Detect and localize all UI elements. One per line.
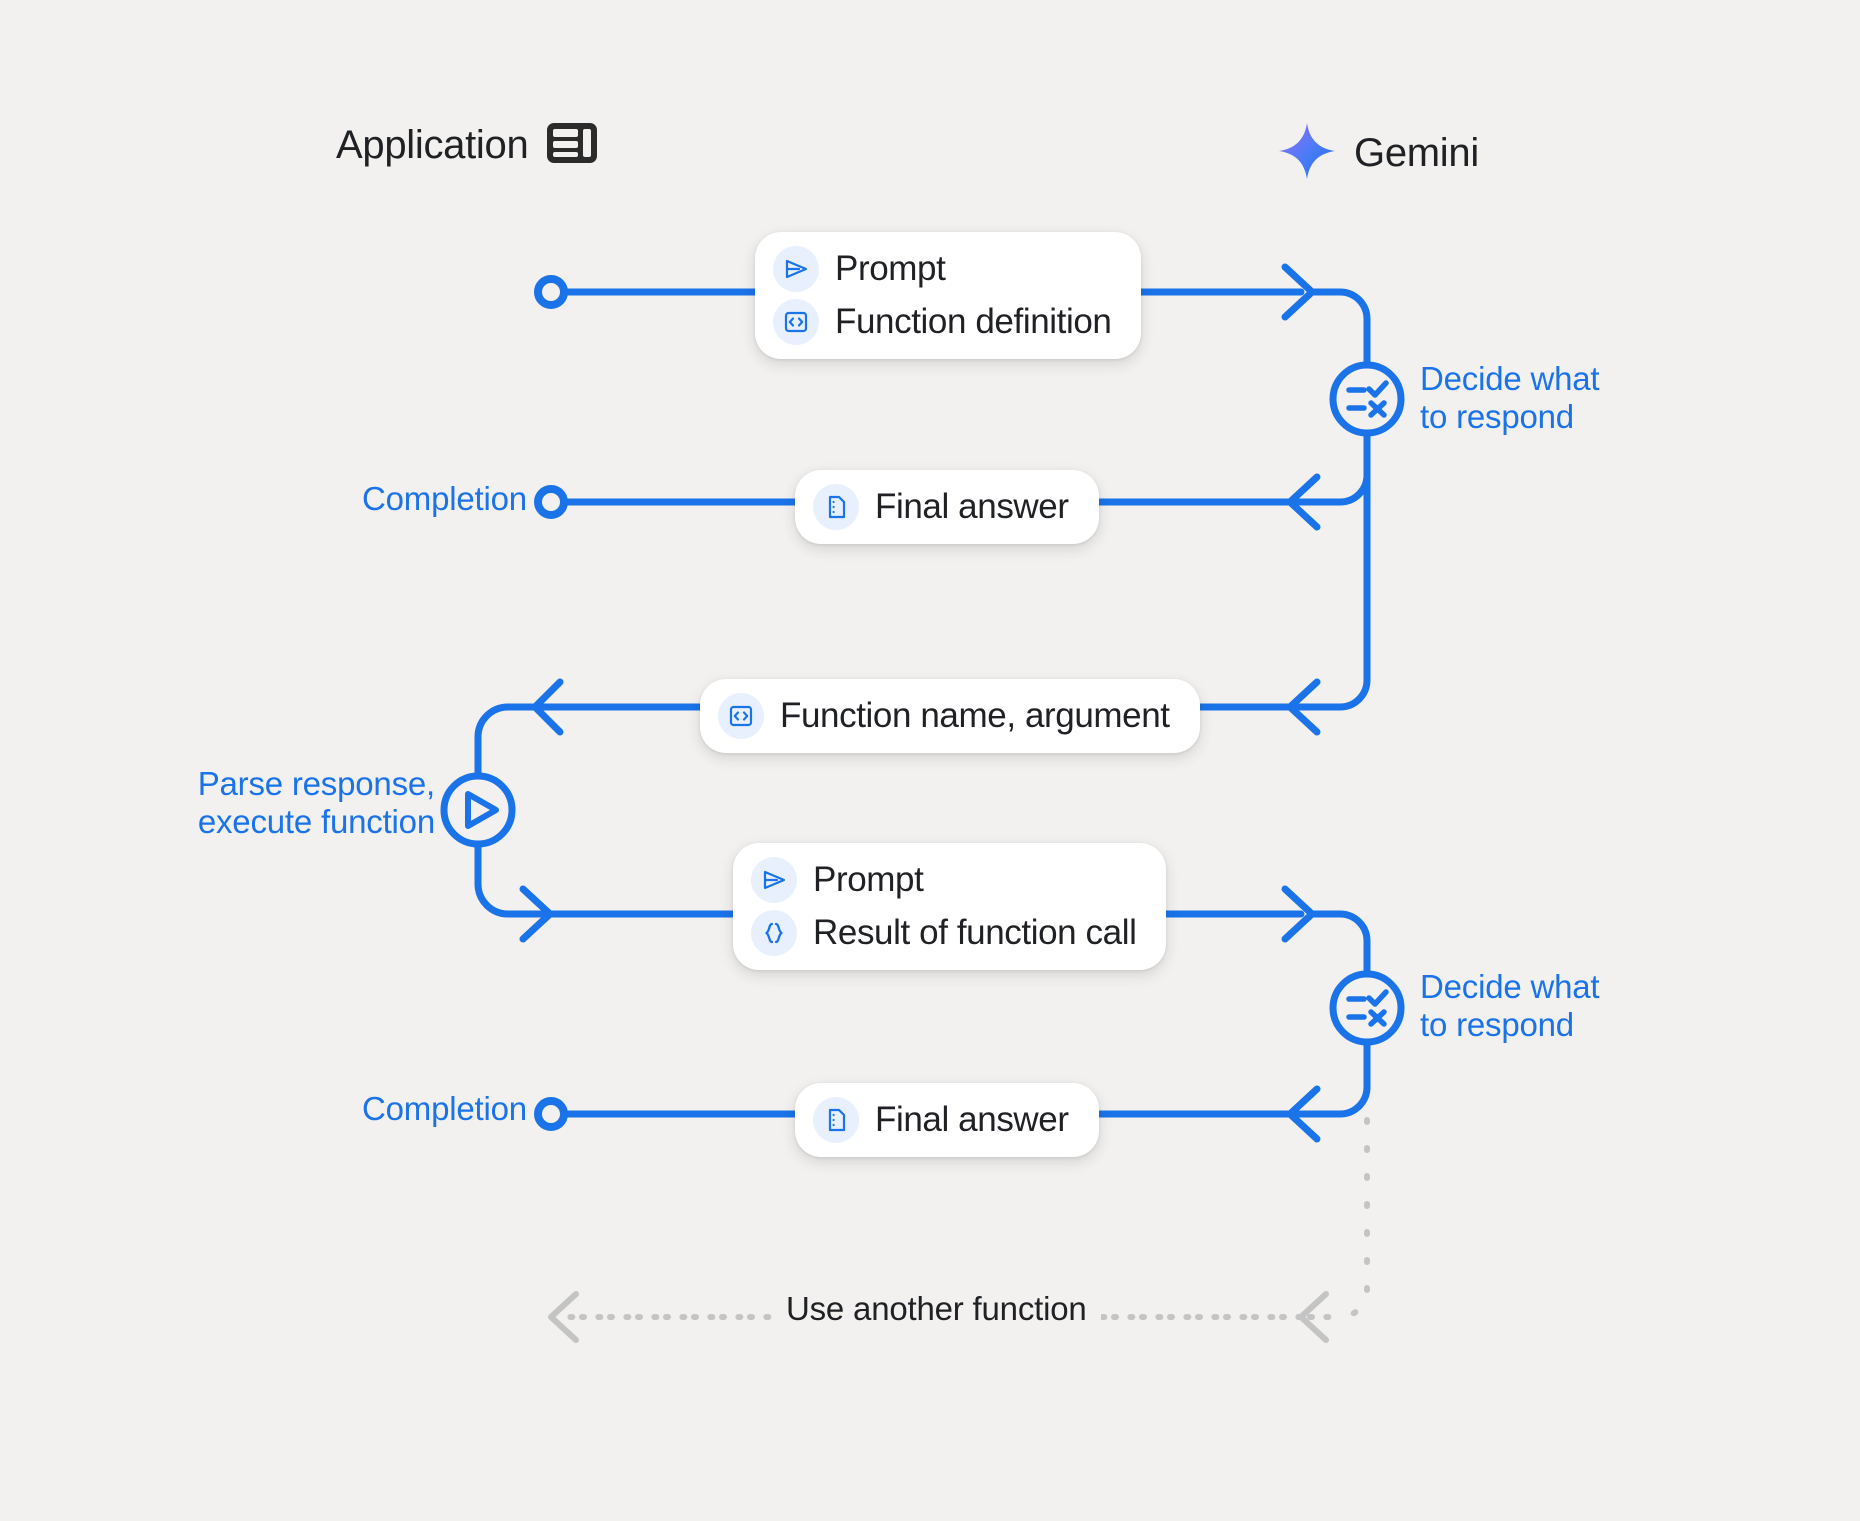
message-bubble-function-name-argument[interactable]: Function name, argument [700, 679, 1200, 753]
bubble-row-label: Result of function call [813, 913, 1137, 952]
bubble-row: Prompt [773, 246, 1111, 292]
bubble-row-label: Final answer [875, 1100, 1069, 1139]
dashboard-layout-icon [546, 122, 598, 169]
application-label: Application [336, 123, 529, 167]
bubble-row: Final answer [813, 1097, 1069, 1143]
document-icon [813, 484, 859, 530]
label-completion-2: Completion [362, 1090, 527, 1127]
gemini-label: Gemini [1354, 131, 1479, 175]
annotation-decide-1: Decide what to respond [1420, 360, 1600, 436]
completion-node-2 [534, 1097, 568, 1131]
document-icon [813, 1097, 859, 1143]
bubble-row-label: Function name, argument [780, 696, 1170, 735]
header-application: Application [336, 122, 598, 169]
annotation-decide-2: Decide what to respond [1420, 968, 1600, 1044]
message-bubble-prompt-function-definition[interactable]: Prompt Function definition [755, 232, 1142, 359]
bubble-row: Result of function call [751, 910, 1137, 956]
decide-node-1 [1329, 361, 1405, 437]
message-bubble-prompt-result-of-function-call[interactable]: Prompt Result of function call [733, 843, 1167, 970]
bubble-row: Function definition [773, 299, 1112, 345]
send-prompt-icon [773, 246, 819, 292]
message-bubble-final-answer-2[interactable]: Final answer [795, 1083, 1099, 1157]
bubble-row-label: Function definition [835, 302, 1112, 341]
decide-node-2 [1329, 970, 1405, 1046]
bubble-row-label: Final answer [875, 487, 1069, 526]
completion-node-1 [534, 485, 568, 519]
connector-parse-execute-loop [474, 678, 584, 918]
bubble-row-label: Prompt [813, 860, 924, 899]
start-node [534, 275, 568, 309]
bubble-row: Prompt [751, 857, 1136, 903]
parse-execute-node [440, 772, 516, 848]
bubble-row: Final answer [813, 484, 1069, 530]
message-bubble-final-answer-1[interactable]: Final answer [795, 470, 1099, 544]
annotation-parse-execute: Parse response, execute function [197, 765, 436, 841]
code-brackets-icon [773, 299, 819, 345]
gemini-sparkle-icon [1278, 122, 1336, 185]
header-gemini: Gemini [1278, 122, 1479, 185]
bubble-row-label: Prompt [835, 249, 946, 288]
code-brackets-icon [718, 693, 764, 739]
label-use-another-function: Use another function [772, 1290, 1101, 1328]
curly-braces-icon [751, 910, 797, 956]
connector-use-another-function [548, 1117, 1370, 1343]
send-prompt-icon [751, 857, 797, 903]
bubble-row: Function name, argument [718, 693, 1170, 739]
label-completion-1: Completion [362, 480, 527, 517]
